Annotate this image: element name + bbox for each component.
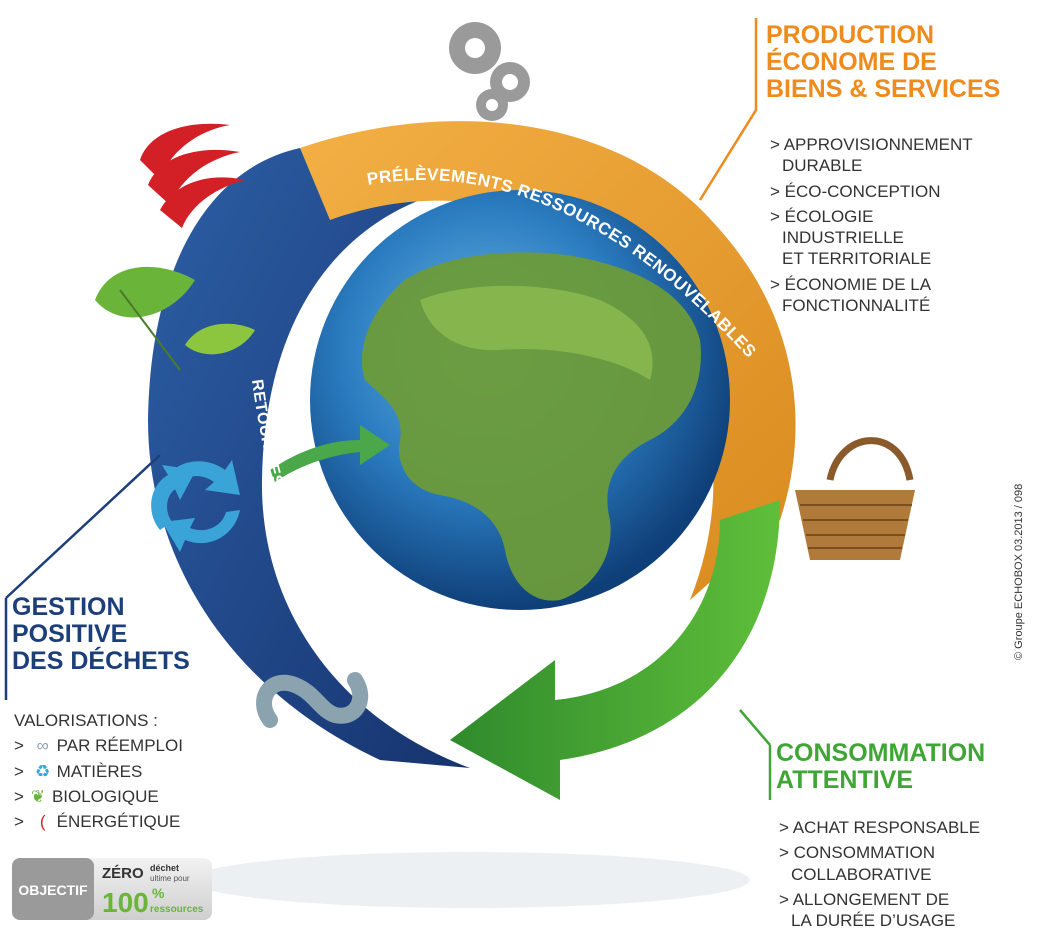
production-list: > APPROVISIONNEMENT DURABLE > ÉCO-CONCEP…	[770, 134, 1035, 320]
list-item: > CONSOMMATION	[779, 843, 935, 863]
reuse-icon	[256, 672, 369, 728]
list-item-label: MATIÈRES	[56, 761, 143, 781]
production-heading: PRODUCTION ÉCONOME DE BIENS & SERVICES	[766, 22, 1000, 103]
list-item: > ÉCO-CONCEPTION	[770, 181, 941, 201]
list-item: > ♻MATIÈRES	[14, 761, 143, 781]
badge-percent: 100	[102, 887, 149, 918]
production-heading-line: PRODUCTION	[766, 21, 935, 49]
badge-percent-sign: %	[152, 885, 165, 901]
continents-highlight	[420, 285, 653, 380]
badge-dechet: déchet	[150, 863, 179, 873]
recycle-icon: ♻	[35, 761, 51, 781]
gestion-heading-line: DES DÉCHETS	[12, 647, 190, 675]
recycle-icon	[151, 460, 240, 552]
production-heading-line: ÉCONOME DE	[766, 48, 937, 76]
gestion-heading-line: GESTION	[12, 593, 125, 621]
gears-icon	[449, 22, 530, 121]
list-item: > APPROVISIONNEMENT	[770, 135, 973, 154]
zero-waste-badge: OBJECTIF ZÉRO déchet ultime pour 100 % r…	[12, 858, 212, 920]
gestion-bracket	[4, 454, 161, 700]
gestion-heading-line: POSITIVE	[12, 620, 128, 648]
gestion-heading: GESTION POSITIVE DES DÉCHETS	[12, 594, 190, 675]
reuse-icon: ∞	[36, 736, 49, 756]
leaf-icon: ❦	[30, 786, 46, 806]
list-item: > ÉCONOMIE DE LA	[770, 274, 932, 294]
orange-extraction-arc	[300, 121, 796, 600]
list-item: > (ÉNERGÉTIQUE	[14, 812, 181, 831]
consommation-bracket	[739, 709, 772, 800]
consommation-heading-line: CONSOMMATION	[776, 739, 986, 767]
blue-return-arc	[148, 148, 470, 768]
list-item: ET TERRITORIALE	[782, 249, 932, 269]
list-item: >❦BIOLOGIQUE	[14, 786, 159, 806]
green-consumption-arc	[450, 500, 780, 800]
list-item: > ÉCOLOGIE	[770, 206, 874, 226]
inbound-arrow	[270, 425, 390, 482]
list-item: LA DURÉE D’USAGE	[791, 911, 956, 930]
badge-zero: ZÉRO	[102, 865, 144, 882]
list-item: > ACHAT RESPONSABLE	[779, 818, 981, 837]
badge-ultime: ultime pour	[150, 874, 190, 883]
gestion-intro: VALORISATIONS :	[14, 711, 158, 730]
list-item-label: PAR RÉEMPLOI	[56, 736, 183, 756]
energy-swoosh-icon	[140, 123, 245, 228]
list-item-label: ÉNERGÉTIQUE	[56, 812, 181, 831]
energy-swoosh-icon: (	[39, 812, 46, 831]
list-item-label: BIOLOGIQUE	[51, 786, 159, 806]
consommation-heading-line: ATTENTIVE	[776, 766, 914, 794]
list-item: > ∞PAR RÉEMPLOI	[14, 736, 183, 756]
production-bracket	[698, 18, 758, 201]
badge-ressources: ressources	[150, 904, 204, 915]
gestion-list: VALORISATIONS : > ∞PAR RÉEMPLOI > ♻MATIÈ…	[14, 710, 264, 836]
list-item: COLLABORATIVE	[791, 864, 932, 884]
list-item: FONCTIONNALITÉ	[782, 295, 931, 315]
list-item: INDUSTRIELLE	[782, 228, 904, 247]
basket-icon	[795, 437, 915, 560]
leaf-icon	[95, 266, 255, 371]
production-heading-line: BIENS & SERVICES	[766, 75, 1001, 103]
badge-objectif: OBJECTIF	[18, 882, 88, 898]
consommation-heading: CONSOMMATION ATTENTIVE	[776, 740, 985, 794]
copyright-text: © Groupe ECHOBOX 03.2013 / 098	[1013, 484, 1025, 660]
ground-shadow	[190, 852, 750, 908]
consommation-list: > ACHAT RESPONSABLE > CONSOMMATION COLLA…	[779, 817, 1039, 935]
list-item: DURABLE	[782, 156, 863, 176]
list-item: > ALLONGEMENT DE	[779, 889, 950, 909]
